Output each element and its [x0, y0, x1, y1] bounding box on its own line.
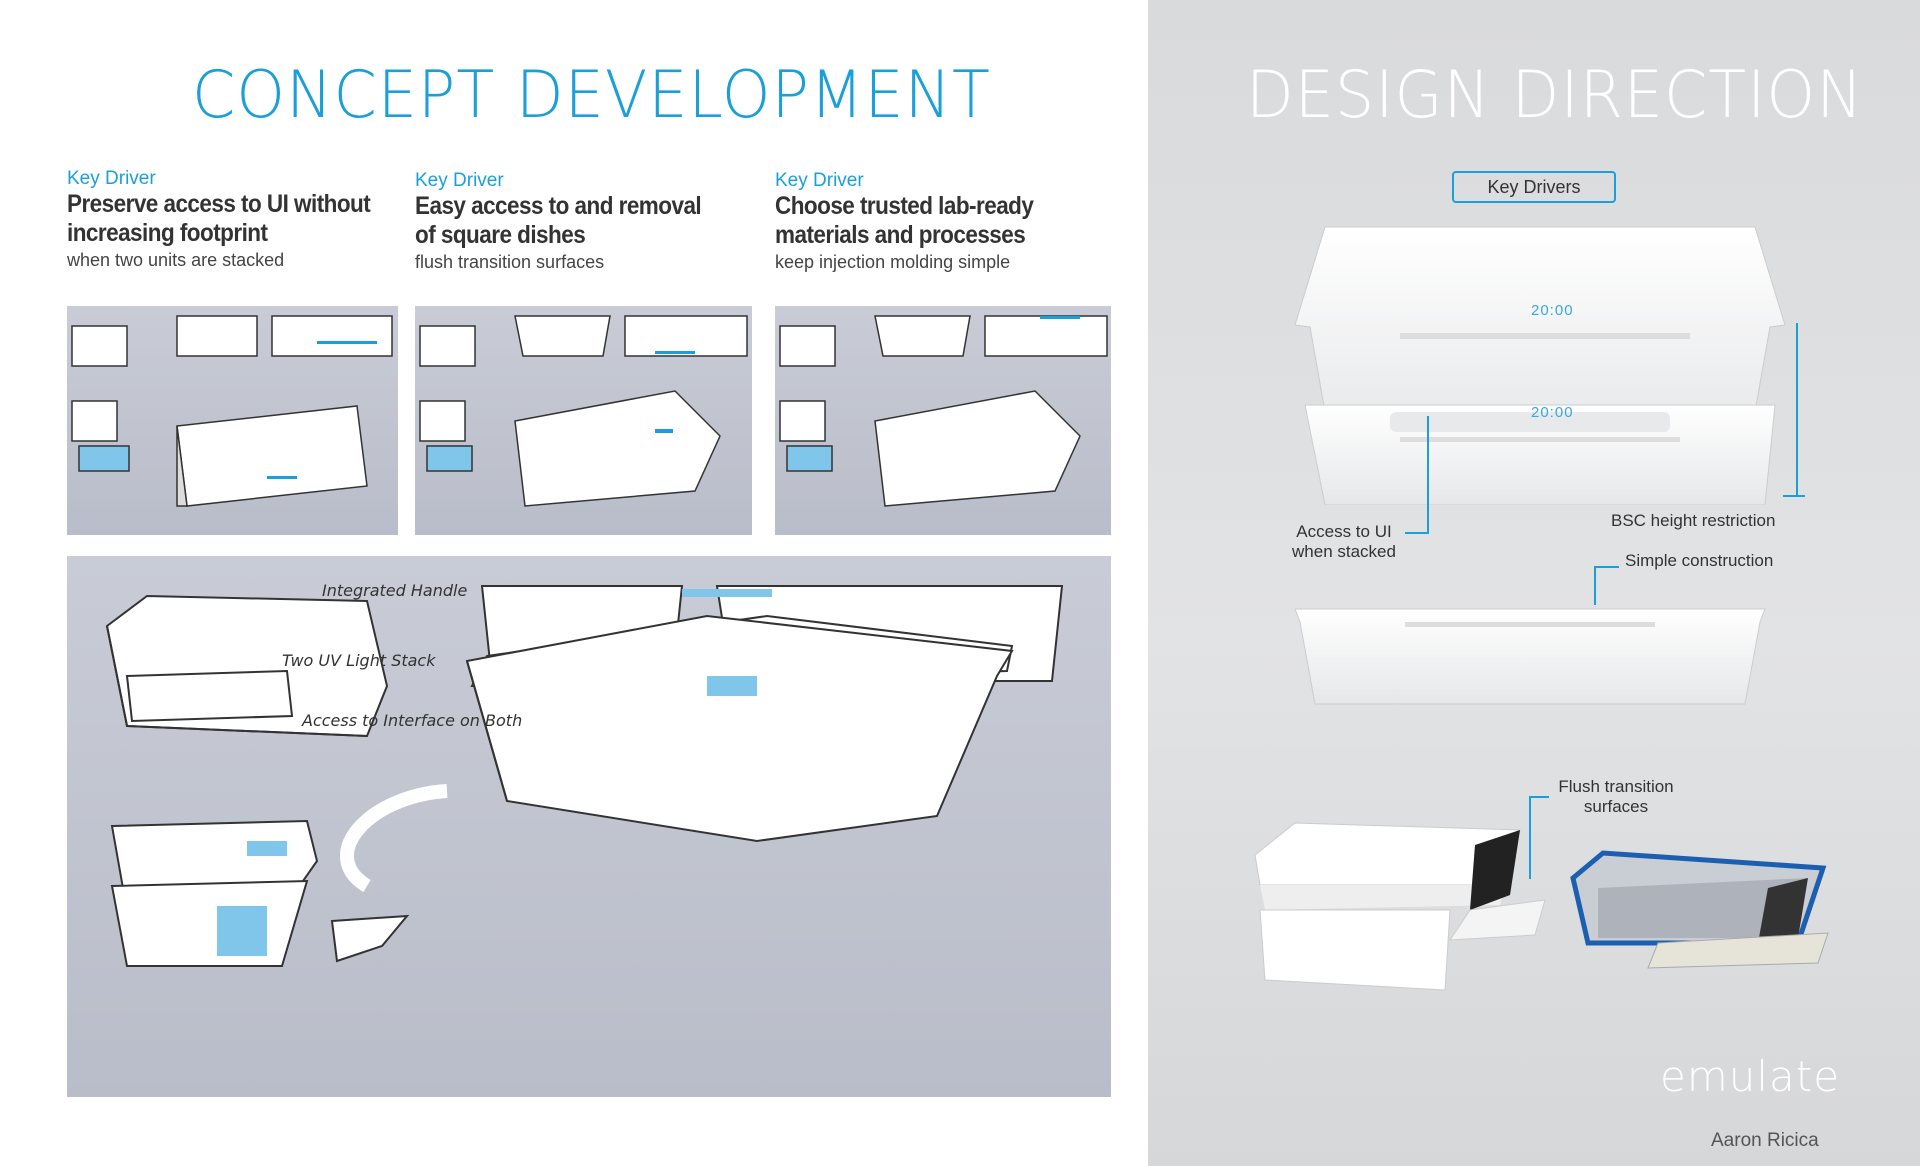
callout-height: BSC height restriction	[1611, 511, 1776, 530]
construction-callout-line-h	[1594, 566, 1619, 568]
height-arrow	[1796, 323, 1798, 496]
stacked-units-render	[1294, 226, 1786, 505]
key-driver-heading: Preserve access to UI without increasing…	[67, 190, 371, 247]
key-driver-heading: Easy access to and removal of square dis…	[415, 192, 702, 249]
callout-flush: Flush transition surfaces	[1558, 777, 1674, 816]
flush-callout-line-h	[1529, 796, 1549, 798]
key-driver-2: Key Driver Easy access to and removal of…	[415, 170, 755, 273]
concept-development-title: CONCEPT DEVELOPMENT	[192, 56, 991, 133]
key-driver-3: Key Driver Choose trusted lab-ready mate…	[775, 170, 1115, 273]
key-driver-sub: when two units are stacked	[67, 250, 285, 270]
sketch-thumbnail-1	[67, 306, 398, 535]
key-driver-label: Key Driver	[775, 170, 864, 191]
sketch-thumbnail-3	[775, 306, 1111, 535]
ui-callout-line	[1427, 416, 1429, 534]
open-drawer-render	[1254, 822, 1546, 991]
ui-callout-line-h	[1405, 532, 1429, 534]
sketch-thumbnail-2	[415, 306, 752, 535]
display-time-bottom: 20:00	[1531, 404, 1574, 421]
key-driver-sub: flush transition surfaces	[415, 252, 605, 272]
design-direction-title: DESIGN DIRECTION	[1246, 56, 1864, 133]
author-name: Aaron Ricica	[1711, 1130, 1819, 1151]
key-driver-sub: keep injection molding simple	[775, 252, 1011, 272]
construction-callout-line	[1594, 566, 1596, 605]
concept-sketch-large: Integrated Handle Two UV Light Stack Acc…	[67, 556, 1111, 1097]
key-driver-label: Key Driver	[415, 170, 504, 191]
sketch-note-handle: Integrated Handle	[322, 581, 467, 600]
key-driver-heading: Choose trusted lab-ready materials and p…	[775, 192, 1034, 249]
display-time-top: 20:00	[1531, 302, 1574, 319]
key-drivers-badge: Key Drivers	[1452, 171, 1616, 203]
flush-callout-line	[1529, 796, 1531, 879]
single-unit-render	[1294, 608, 1766, 705]
sketch-note-stack: Two UV Light Stack	[282, 651, 436, 670]
prototype-photo	[1570, 850, 1829, 969]
height-arrow-base	[1783, 495, 1805, 497]
callout-construction: Simple construction	[1625, 551, 1774, 570]
emulate-logo: emulate	[1660, 1052, 1841, 1101]
key-driver-label: Key Driver	[67, 168, 156, 189]
callout-ui-access: Access to UI when stacked	[1292, 522, 1396, 561]
sketch-note-access: Access to Interface on Both	[301, 711, 522, 730]
key-driver-1: Key Driver Preserve access to UI without…	[67, 168, 407, 271]
